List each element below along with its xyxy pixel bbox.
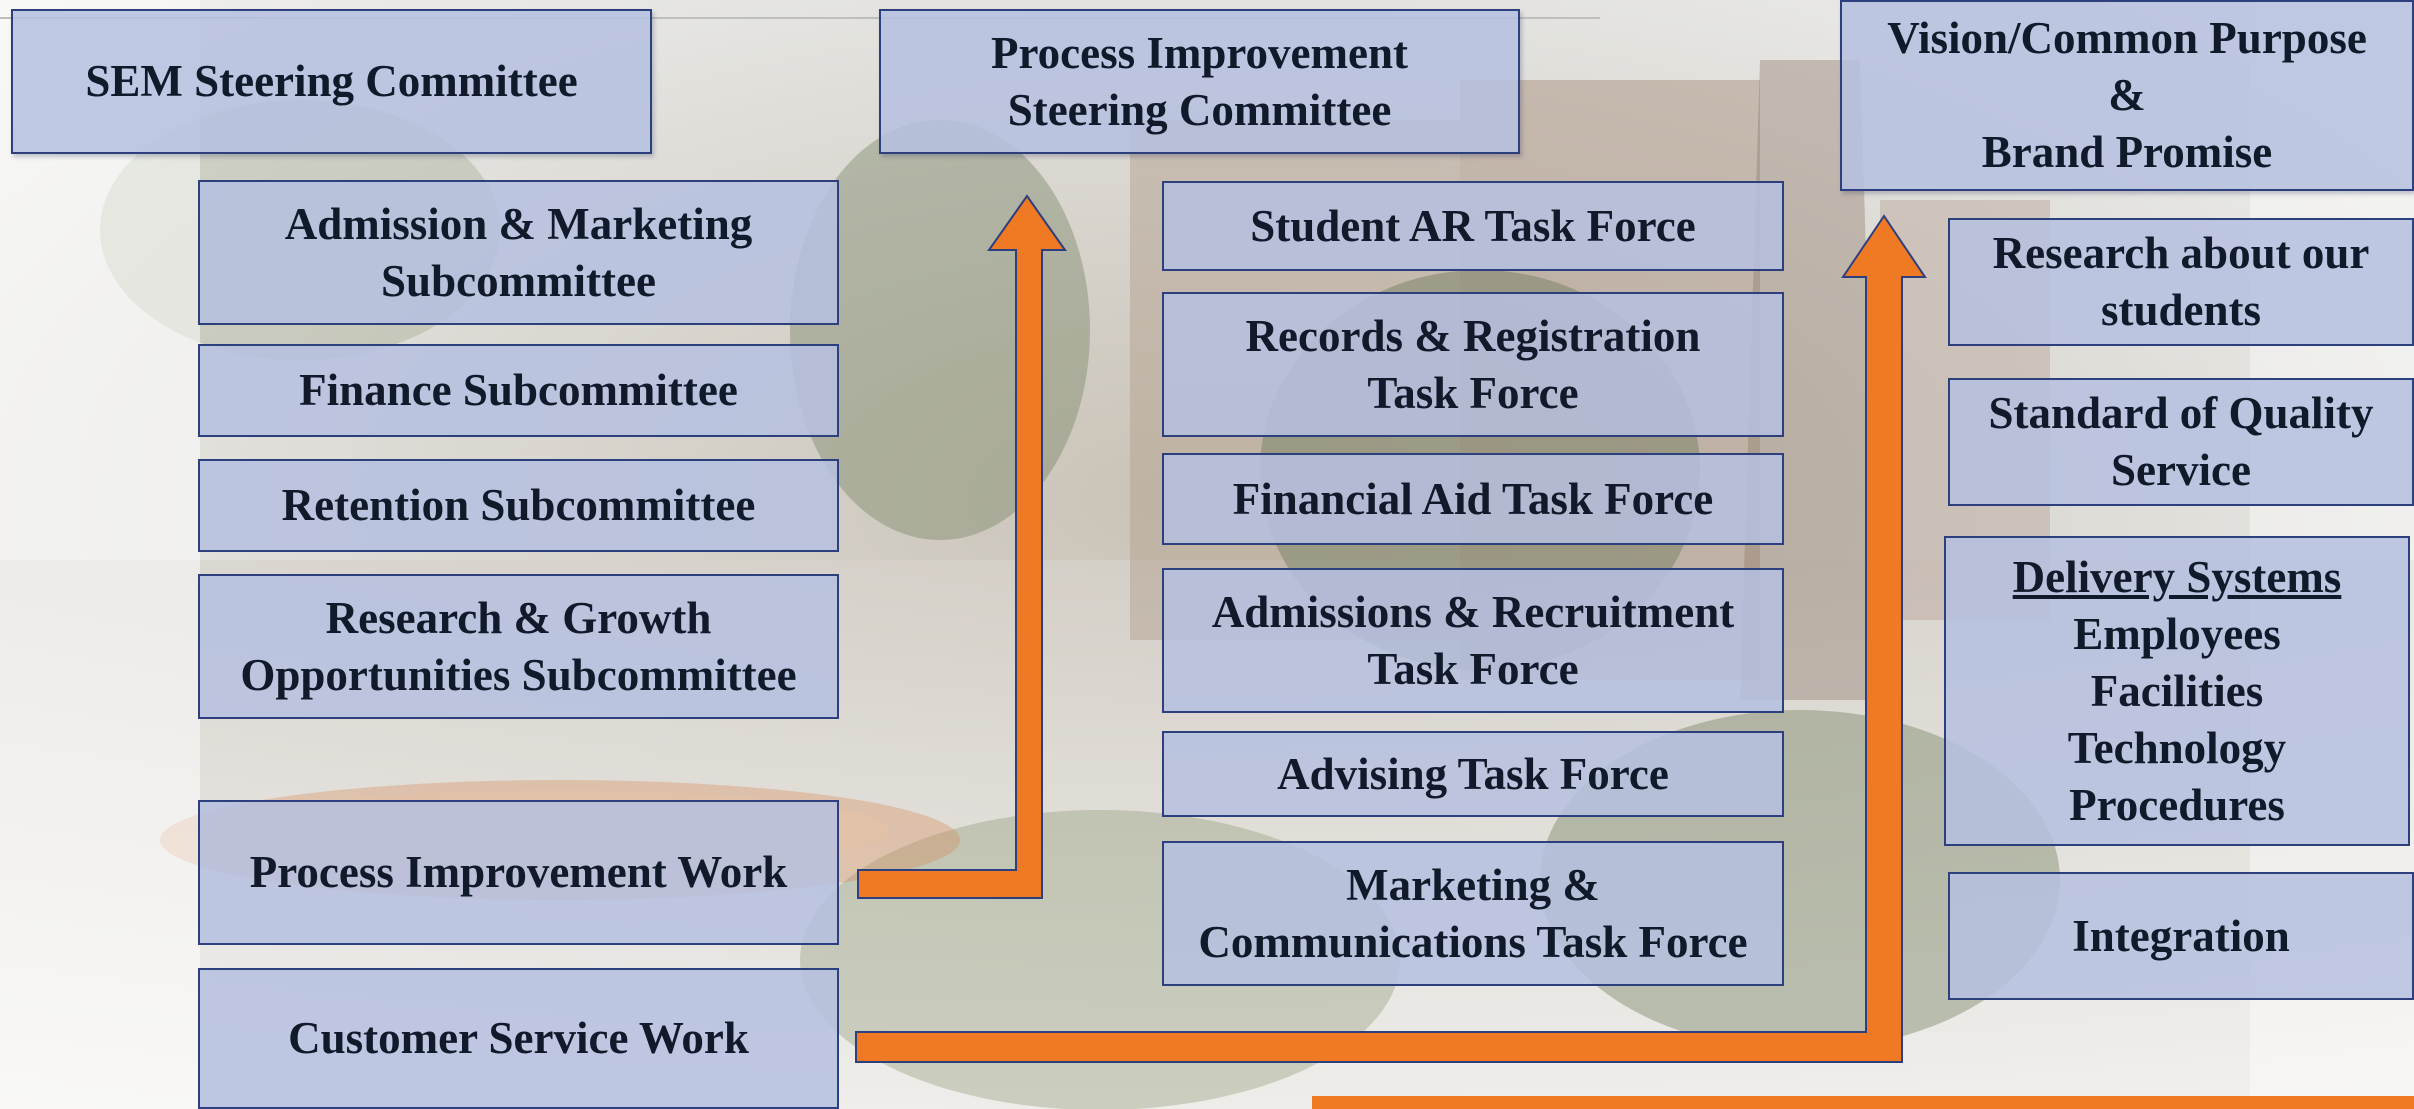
finance-subcommittee-box: Finance Subcommittee — [198, 344, 839, 437]
customer-service-work-box: Customer Service Work — [198, 968, 839, 1109]
box-line: Customer Service Work — [288, 1013, 749, 1063]
box-line: Process Improvement Work — [249, 847, 788, 897]
box-line: Retention Subcommittee — [281, 480, 756, 530]
delivery-item: Procedures — [2069, 779, 2285, 830]
box-line: Task Force — [1367, 643, 1579, 694]
box-line: Steering Committee — [1007, 84, 1392, 135]
box-line: Standard of Quality — [1988, 388, 2374, 438]
box-line: Brand Promise — [1981, 127, 2273, 177]
retention-subcommittee-box: Retention Subcommittee — [198, 459, 839, 552]
box-line: SEM Steering Committee — [85, 56, 578, 106]
marketing-communications-task-force-box: Marketing & Communications Task Force — [1162, 841, 1784, 986]
delivery-systems-box: Delivery Systems Employees Facilities Te… — [1944, 536, 2410, 846]
box-line: Task Force — [1367, 367, 1579, 418]
financial-aid-task-force-box: Financial Aid Task Force — [1162, 453, 1784, 545]
delivery-item: Employees — [2073, 608, 2281, 659]
student-ar-task-force-box: Student AR Task Force — [1162, 181, 1784, 271]
integration-box: Integration — [1948, 872, 2414, 1000]
box-line: Process Improvement — [991, 27, 1408, 78]
box-line: Marketing & — [1346, 859, 1600, 910]
box-line: Subcommittee — [381, 255, 656, 306]
box-line: Finance Subcommittee — [299, 365, 738, 415]
box-line: Student AR Task Force — [1250, 200, 1696, 251]
vision-brand-promise-box: Vision/Common Purpose & Brand Promise — [1840, 0, 2414, 191]
records-registration-task-force-box: Records & Registration Task Force — [1162, 292, 1784, 437]
research-growth-subcommittee-box: Research & Growth Opportunities Subcommi… — [198, 574, 839, 719]
box-line: students — [2100, 285, 2262, 335]
box-line: Research & Growth — [325, 592, 712, 643]
delivery-item: Technology — [2067, 722, 2287, 773]
process-improvement-steering-committee-box: Process Improvement Steering Committee — [879, 9, 1520, 154]
box-line: Communications Task Force — [1198, 916, 1748, 967]
sem-steering-committee-box: SEM Steering Committee — [11, 9, 652, 154]
box-line: Integration — [2072, 910, 2290, 961]
box-line: Opportunities Subcommittee — [240, 649, 797, 700]
process-improvement-work-box: Process Improvement Work — [198, 800, 839, 945]
box-line: Service — [2111, 445, 2251, 495]
delivery-systems-heading: Delivery Systems — [2012, 551, 2342, 602]
standard-quality-service-box: Standard of Quality Service — [1948, 378, 2414, 506]
box-line: Admissions & Recruitment — [1211, 586, 1735, 637]
box-line: & — [2108, 70, 2146, 120]
research-about-students-box: Research about our students — [1948, 218, 2414, 346]
admission-marketing-subcommittee-box: Admission & Marketing Subcommittee — [198, 180, 839, 325]
box-line: Advising Task Force — [1277, 748, 1669, 799]
box-line: Research about our — [1992, 228, 2370, 278]
admissions-recruitment-task-force-box: Admissions & Recruitment Task Force — [1162, 568, 1784, 713]
box-line: Admission & Marketing — [284, 198, 753, 249]
box-line: Records & Registration — [1245, 310, 1701, 361]
box-line: Vision/Common Purpose — [1887, 13, 2367, 63]
delivery-item: Facilities — [2090, 665, 2264, 716]
box-line: Financial Aid Task Force — [1232, 473, 1714, 524]
advising-task-force-box: Advising Task Force — [1162, 731, 1784, 817]
